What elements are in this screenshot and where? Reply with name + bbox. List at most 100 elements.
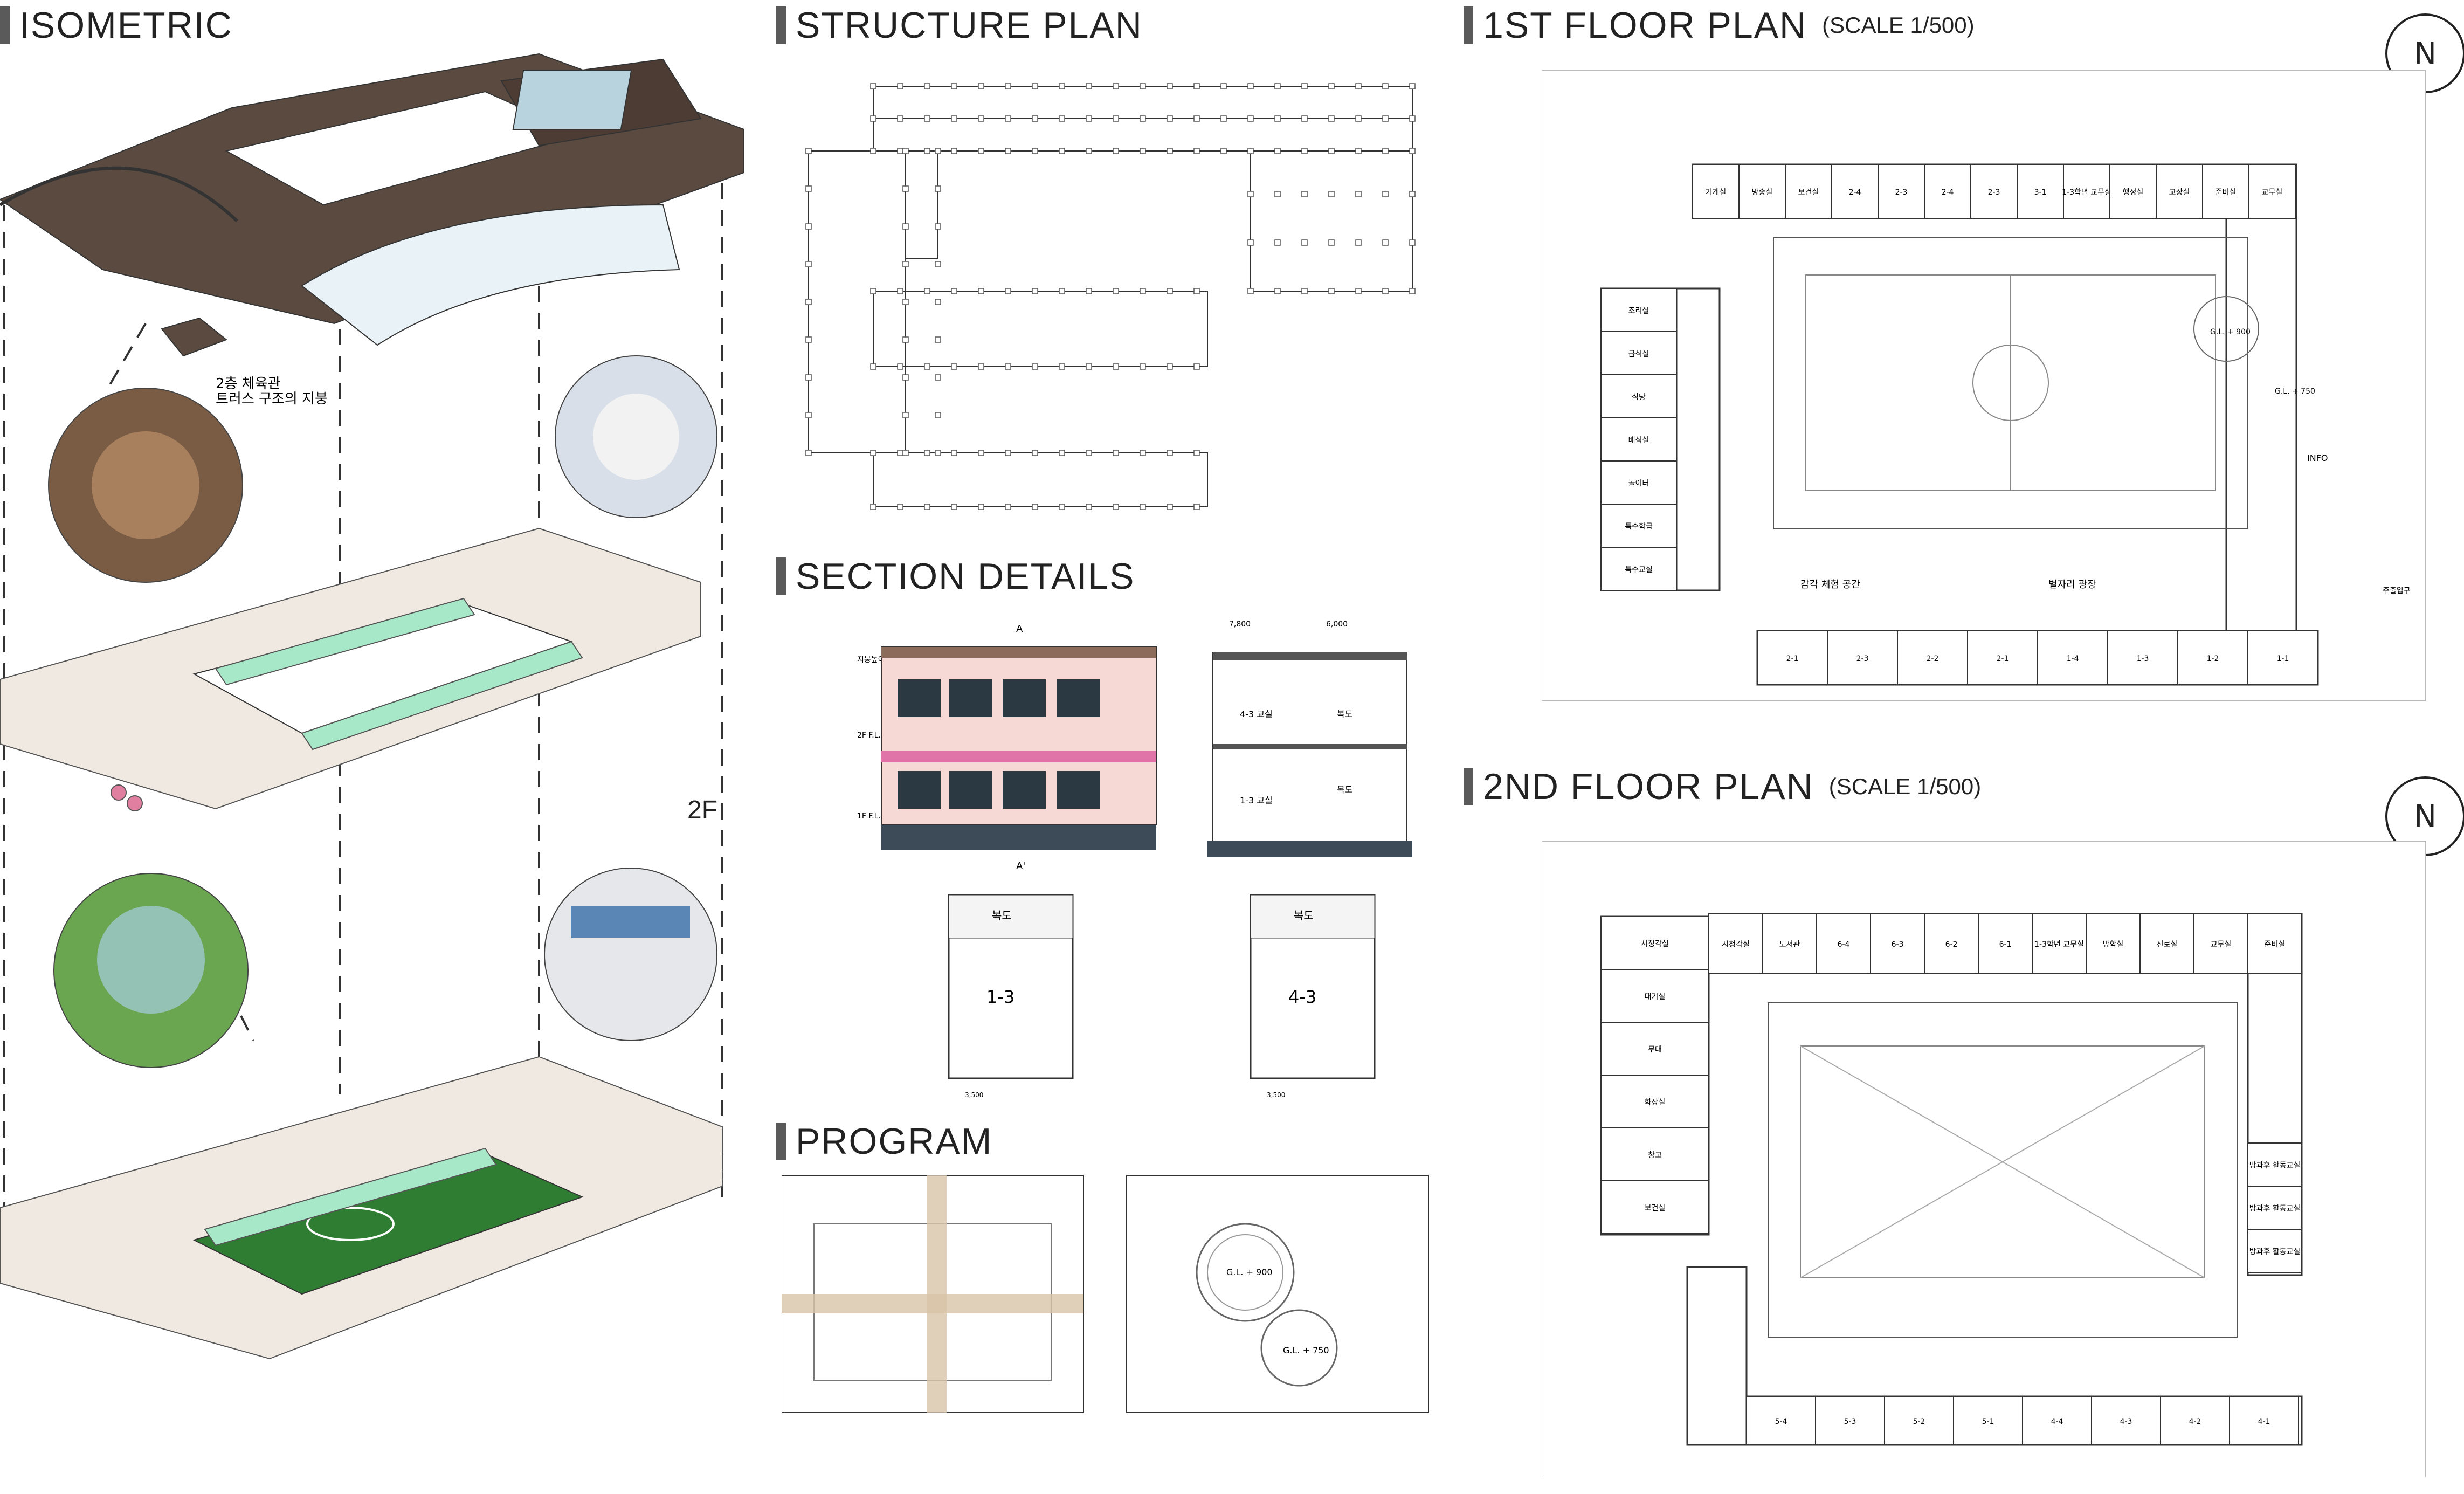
column-marker [1167,363,1173,370]
sf-bottom-room [1815,1396,1885,1445]
plan-a-dim: 3,500 [965,1091,983,1099]
column-marker [978,83,984,89]
ff-bottom-room-label: 2-1 [1786,655,1799,663]
column-marker [1247,115,1254,122]
column-marker [897,148,903,154]
column-marker [1032,363,1038,370]
column-marker [935,148,941,154]
sf-top-room [1708,913,1763,974]
column-marker [1005,148,1011,154]
sf-top-room-label: 6-3 [1892,940,1904,949]
structure-plan-drawing [805,83,1416,510]
column-marker [1086,83,1092,89]
column-marker [1382,83,1389,89]
column-marker [1328,115,1335,122]
ff-top-room-label: 방송실 [1752,188,1773,197]
ff-top-room [2156,164,2203,219]
ff-top-room-label: 2-3 [1988,188,2000,197]
column-marker [1193,450,1200,456]
column-marker [1113,115,1119,122]
column-marker [1355,191,1362,197]
column-marker [870,288,876,294]
ff-top-room-label: 2-4 [1942,188,1954,197]
column-marker [1005,83,1011,89]
plan-b-room: 4-3 [1288,987,1316,1007]
sf-left-room [1600,1180,1709,1234]
heading-bar [1464,768,1473,805]
column-marker [805,148,812,154]
column-marker [1113,288,1119,294]
entrance-label: 주출입구 [2383,587,2411,595]
sf-right-room-label: 방과후 활동교실 [2249,1204,2301,1213]
column-marker [1382,288,1389,294]
sf-right-room-label: 방과후 활동교실 [2249,1161,2301,1170]
ff-top-room [2063,164,2110,219]
column-marker [1301,148,1308,154]
second-floor-heading: 2ND FLOOR PLAN (SCALE 1/500) [1464,766,1981,808]
ff-top-room [1878,164,1925,219]
ff-top-room [1785,164,1832,219]
ff-bottom-room-label: 1-4 [2067,655,2079,663]
column-marker [1113,148,1119,154]
column-marker [1032,450,1038,456]
info-label: INFO [2307,453,2328,463]
sf-top-room [1924,913,1979,974]
ff-top-room-label: 준비실 [2215,188,2237,197]
column-marker [951,148,957,154]
sf-left-room-label: 보건실 [1645,1204,1666,1213]
column-marker [978,450,984,456]
first-floor-scale: (SCALE 1/500) [1822,12,1975,38]
second-floor-scale: (SCALE 1/500) [1828,774,1982,799]
plan-a-room: 1-3 [986,987,1014,1007]
column-marker [1274,239,1281,246]
plan-b-corridor: 복도 [1294,909,1314,922]
column-marker [1059,83,1065,89]
column-marker [902,299,909,305]
section-room-4-3: 4-3 교실 [1240,709,1273,719]
column-marker [935,185,941,192]
column-marker [1328,288,1335,294]
column-marker [951,115,957,122]
sf-bottom-room-label: 4-3 [2120,1417,2132,1426]
ff-bottom-room [2037,630,2108,685]
column-marker [1140,115,1146,122]
column-marker [1382,191,1389,197]
ff-left-room [1600,374,1677,418]
section-corridor-1f: 복도 [1337,784,1352,795]
column-marker [951,363,957,370]
ff-top-room [2248,164,2296,219]
structure-plan-title: STRUCTURE PLAN [796,5,1143,46]
column-marker [1059,450,1065,456]
column-marker [897,288,903,294]
sf-left-room-label: 화장실 [1645,1098,1666,1107]
ff-left-room [1600,417,1677,462]
column-marker [870,83,876,89]
column-marker [897,115,903,122]
column-marker [1247,148,1254,154]
column-marker [870,450,876,456]
sf-top-room-label: 1-3학년 교무실 [2034,940,2084,949]
column-marker [935,412,941,418]
column-marker [1274,115,1281,122]
sf-right-room [2247,1186,2302,1230]
program-gl-900: G.L. + 900 [1226,1267,1273,1277]
column-marker [924,288,930,294]
column-marker [978,148,984,154]
column-marker [1220,148,1227,154]
column-marker [897,83,903,89]
column-marker [1005,115,1011,122]
sf-right-room [2247,1229,2302,1273]
column-marker [1193,115,1200,122]
column-marker [805,374,812,381]
column-marker [1193,148,1200,154]
ff-top-room-label: 3-1 [2034,188,2047,197]
column-marker [1355,288,1362,294]
ff-bottom-room-label: 2-2 [1927,655,1939,663]
ff-top-room [1831,164,1879,219]
section-corridor-2f: 복도 [1337,709,1352,719]
ff-left-room [1600,547,1677,591]
column-marker [1220,83,1227,89]
column-marker [978,504,984,510]
column-marker [1328,239,1335,246]
interior-view-corridor [544,868,717,1041]
